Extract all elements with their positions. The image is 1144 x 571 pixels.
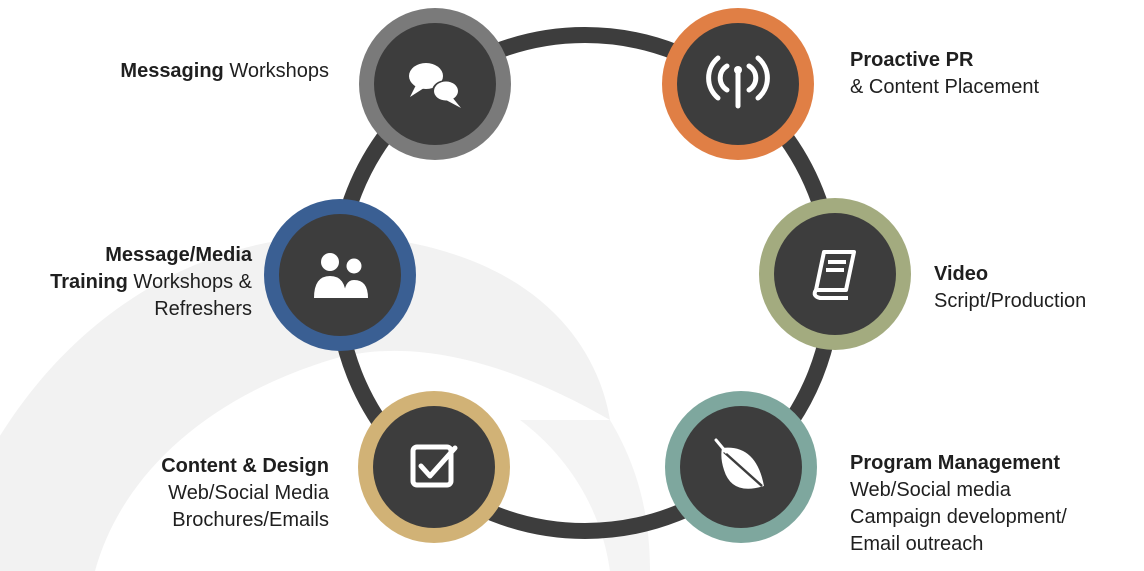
node-messaging <box>359 8 511 160</box>
speech-bubbles-icon <box>409 63 461 108</box>
label-proactive-pr-title: Proactive PR <box>850 49 974 71</box>
node-media-training <box>264 199 416 351</box>
node-program-management <box>665 391 817 543</box>
label-messaging: Messaging Workshops <box>120 58 329 85</box>
label-messaging-suffix: Workshops <box>223 60 329 82</box>
checkbox-icon <box>410 444 458 488</box>
node-media-training-core <box>279 214 401 336</box>
two-people-icon <box>314 253 368 298</box>
label-media-training-title: Message/Media <box>105 244 252 266</box>
label-program-management-line-1: Web/Social media <box>850 479 1011 501</box>
label-proactive-pr: Proactive PR & Content Placement <box>850 47 1039 101</box>
leaf-icon <box>714 438 764 489</box>
label-program-management-line-2: Campaign development/ <box>850 506 1067 528</box>
label-media-training: Message/Media Training Workshops & Refre… <box>50 242 252 323</box>
node-content-design <box>358 391 510 543</box>
label-media-training-line-1: Refreshers <box>154 298 252 320</box>
broadcast-antenna-icon <box>706 55 770 109</box>
label-proactive-pr-line-1: & Content Placement <box>850 76 1039 98</box>
node-video <box>759 198 911 350</box>
node-content-design-core <box>373 406 495 528</box>
label-messaging-title: Messaging <box>120 60 224 82</box>
node-proactive-pr <box>662 8 814 160</box>
label-program-management: Program Management Web/Social media Camp… <box>850 450 1067 558</box>
label-video: Video Script/Production <box>934 261 1086 315</box>
label-video-title: Video <box>934 263 989 285</box>
label-content-design-title: Content & Design <box>161 455 329 477</box>
label-video-line-1: Script/Production <box>934 290 1087 312</box>
label-content-design: Content & Design Web/Social Media Brochu… <box>161 453 329 534</box>
label-program-management-title: Program Management <box>850 452 1061 474</box>
label-media-training-suffix: Workshops & <box>127 271 252 293</box>
node-video-core <box>774 213 896 335</box>
label-content-design-line-2: Brochures/Emails <box>172 509 329 531</box>
label-program-management-line-3: Email outreach <box>850 533 984 555</box>
label-content-design-line-1: Web/Social Media <box>168 482 329 504</box>
book-icon <box>812 250 856 300</box>
label-media-training-title2: Training <box>50 271 128 293</box>
